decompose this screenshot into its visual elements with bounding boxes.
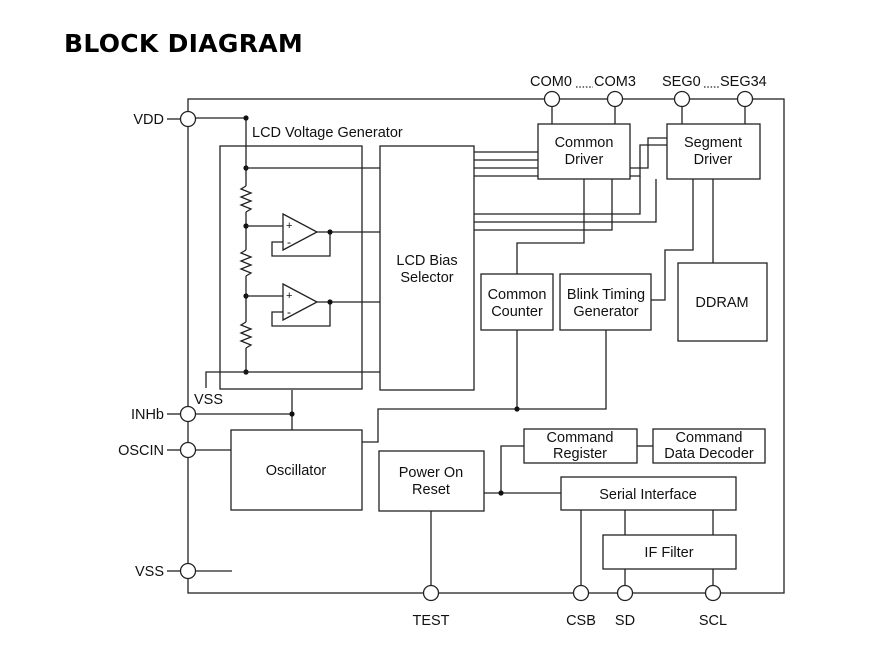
pin-inhb-label: INHb <box>131 407 164 423</box>
internal-vss-wire <box>205 371 246 388</box>
blink-to-segment-wire <box>651 179 694 301</box>
blink-timing-generator-line2: Generator <box>573 304 638 320</box>
power-on-reset-box <box>378 450 485 512</box>
command-data-decoder-box <box>652 428 766 464</box>
blink-timing-generator-line1: Blink Timing <box>567 287 645 303</box>
if-filter-label: IF Filter <box>644 545 693 561</box>
pin-oscin <box>179 441 197 459</box>
power-on-reset-line2: Reset <box>412 482 450 498</box>
junction-dot <box>498 490 504 496</box>
opamp2-feedback <box>271 302 331 327</box>
opamp2-minus: - <box>287 305 291 319</box>
pin-sd <box>616 584 634 602</box>
segment-driver-line1: Segment <box>684 135 742 151</box>
pin-com0-label: COM0 <box>530 74 572 90</box>
pin-vdd <box>179 110 197 128</box>
command-data-decoder-line1: Command <box>676 430 743 446</box>
opamp1-minus: - <box>287 235 291 249</box>
common-driver-to-counter-wire <box>516 179 585 274</box>
pin-inhb <box>179 405 197 423</box>
common-counter-line2: Counter <box>491 304 543 320</box>
command-register-line2: Register <box>553 446 607 462</box>
pin-vss-internal-label: VSS <box>194 392 223 408</box>
pin-com3 <box>606 90 624 108</box>
pin-vss <box>179 562 197 580</box>
opamp-1 <box>282 212 319 252</box>
power-on-reset-line1: Power On <box>399 465 463 481</box>
bias-bus-wire-3 <box>474 176 641 215</box>
pin-com3-label: COM3 <box>594 74 636 90</box>
opamp-2 <box>282 282 319 322</box>
junction-dot <box>514 406 520 412</box>
pin-test-label: TEST <box>412 613 449 629</box>
common-driver-box <box>537 123 631 180</box>
common-counter-box <box>480 273 554 331</box>
junction-dot <box>327 299 333 305</box>
ddram-label: DDRAM <box>695 295 748 311</box>
diagram-title: BLOCK DIAGRAM <box>64 29 304 58</box>
lcd-bias-selector-line2: Selector <box>400 270 453 286</box>
pin-scl-label: SCL <box>699 613 727 629</box>
opamp2-plus: + <box>286 290 292 302</box>
pin-oscin-label: OSCIN <box>118 443 164 459</box>
common-counter-line1: Common <box>488 287 547 303</box>
pin-vss-label: VSS <box>135 564 164 580</box>
opamp1-plus: + <box>286 220 292 232</box>
junction-dot <box>289 411 295 417</box>
if-filter-box <box>602 534 737 570</box>
segment-driver-box <box>666 123 761 180</box>
resistor-3 <box>239 321 253 349</box>
pin-sd-label: SD <box>615 613 635 629</box>
serial-interface-box <box>560 476 737 511</box>
common-driver-line1: Common <box>555 135 614 151</box>
blink-timing-generator-box <box>559 273 652 331</box>
opamp1-feedback <box>271 232 331 257</box>
pin-seg34 <box>736 90 754 108</box>
pin-test <box>422 584 440 602</box>
junction-dot <box>327 229 333 235</box>
command-data-decoder-line2: Data Decoder <box>664 446 754 462</box>
pin-vdd-label: VDD <box>133 112 164 128</box>
bias-bus-wire-5 <box>474 179 613 231</box>
chip-outline <box>187 98 785 594</box>
pin-seg0 <box>673 90 691 108</box>
command-register-box <box>523 428 638 464</box>
junction-dot <box>243 115 249 121</box>
pin-csb-label: CSB <box>566 613 596 629</box>
ddram-box <box>677 262 768 342</box>
serial-interface-label: Serial Interface <box>599 487 697 503</box>
oscillator-label: Oscillator <box>266 463 327 479</box>
lcd-bias-selector-box <box>379 145 475 391</box>
clock-bus-wire <box>362 330 607 443</box>
reset-to-register-wire <box>484 445 524 494</box>
pin-seg34-label: SEG34 <box>720 74 767 90</box>
lcd-voltage-generator-label: LCD Voltage Generator <box>252 125 403 141</box>
bias-bus-wire-4 <box>474 179 657 223</box>
resistor-1 <box>239 185 253 213</box>
lcd-bias-selector-line1: LCD Bias <box>396 253 457 269</box>
pin-seg0-label: SEG0 <box>662 74 701 90</box>
pin-csb <box>572 584 590 602</box>
lcd-voltage-generator-box <box>219 145 363 390</box>
common-driver-line2: Driver <box>565 152 604 168</box>
pin-com0 <box>543 90 561 108</box>
resistor-2 <box>239 249 253 277</box>
oscillator-box <box>230 429 363 511</box>
pin-scl <box>704 584 722 602</box>
segment-driver-line2: Driver <box>694 152 733 168</box>
command-register-line1: Command <box>547 430 614 446</box>
